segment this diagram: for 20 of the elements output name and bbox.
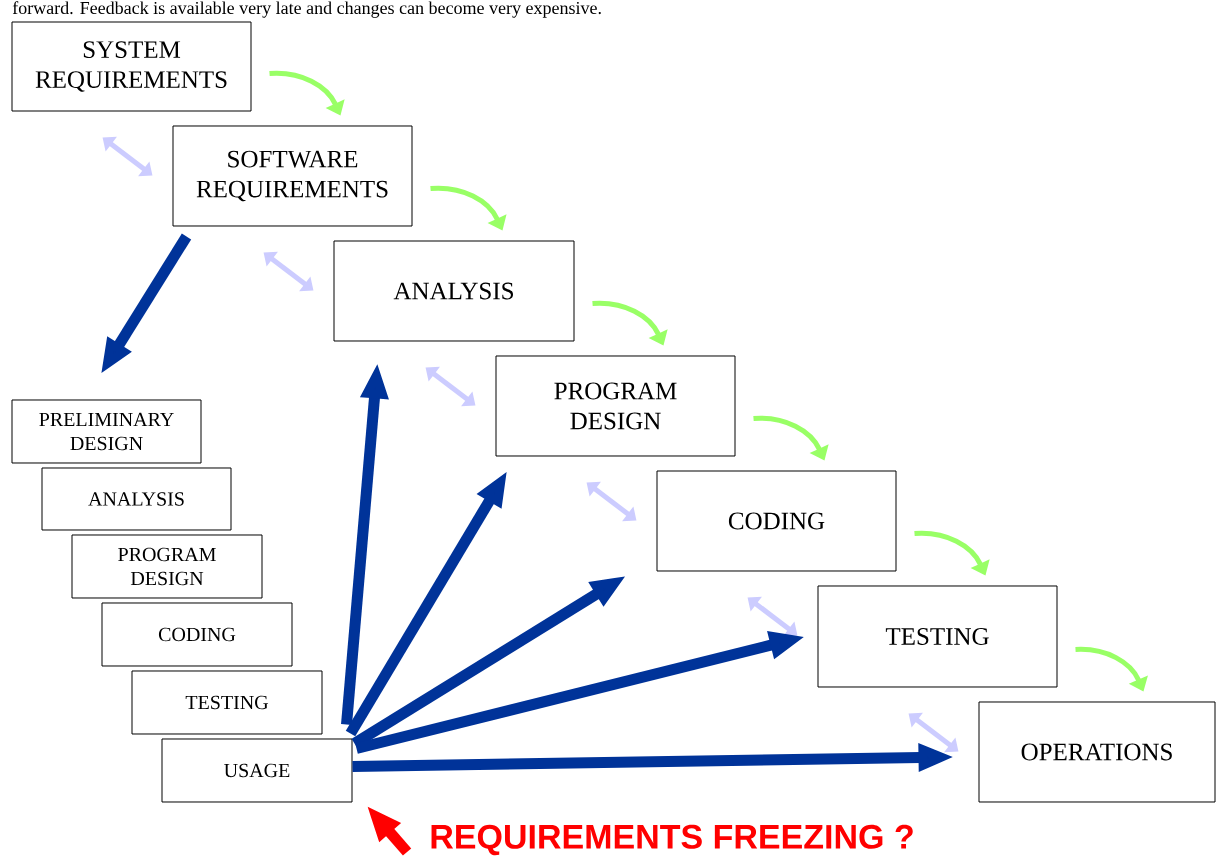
process-box: TESTING — [817, 585, 1058, 688]
process-box: CODING — [101, 602, 293, 667]
process-box: CODING — [656, 470, 897, 572]
double-arrow — [425, 366, 476, 407]
process-box: PROGRAM DESIGN — [71, 534, 263, 599]
process-box: OPERATIONS — [978, 701, 1216, 803]
process-box: USAGE — [161, 738, 353, 803]
double-arrow — [102, 136, 153, 177]
double-arrow — [747, 596, 798, 637]
process-box: PRELIMINARY DESIGN — [11, 399, 202, 464]
process-box: ANALYSIS — [333, 240, 575, 342]
warning-text: REQUIREMENTS FREEZING ? — [431, 824, 913, 856]
process-box: SOFTWARE REQUIREMENTS — [172, 125, 413, 227]
double-arrow — [586, 481, 637, 522]
process-box: ANALYSIS — [41, 467, 232, 531]
process-box: TESTING — [131, 670, 323, 735]
process-box: PROGRAM DESIGN — [495, 355, 736, 457]
double-arrow — [908, 712, 959, 753]
double-arrow — [263, 251, 314, 292]
process-box: SYSTEM REQUIREMENTS — [11, 21, 252, 112]
